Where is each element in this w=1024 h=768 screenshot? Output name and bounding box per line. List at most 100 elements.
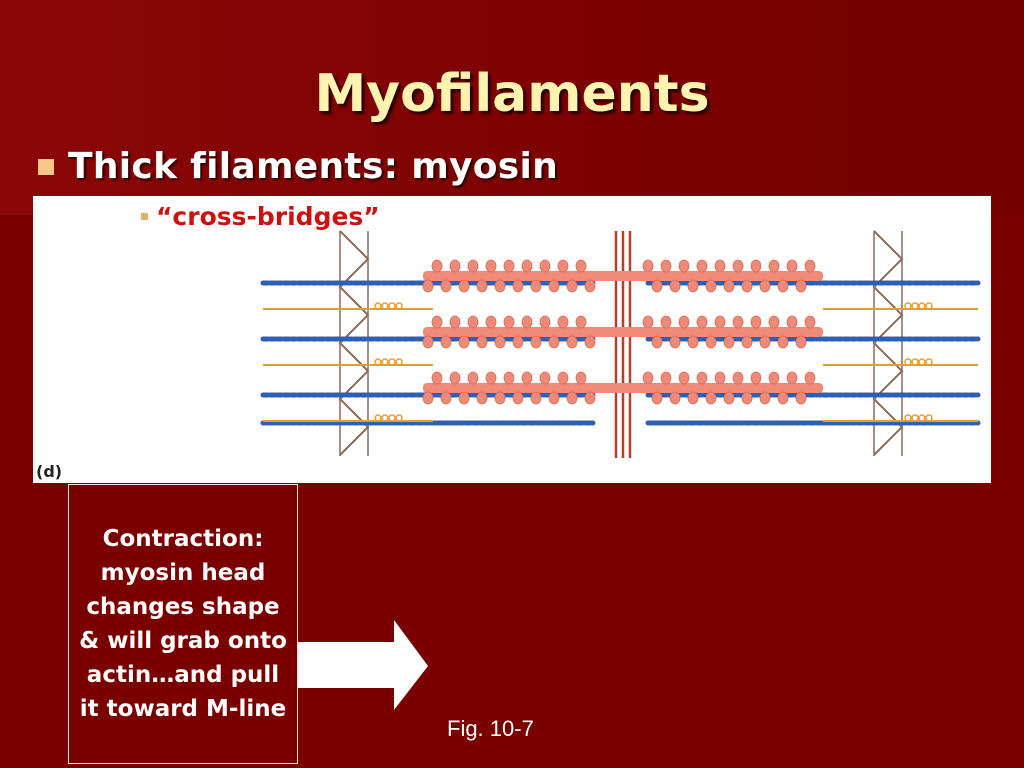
myosin-head xyxy=(750,259,762,273)
myosin-head xyxy=(584,279,596,293)
figure-caption: Fig. 10-7 xyxy=(447,716,534,741)
myosin-head xyxy=(642,371,654,385)
myosin-head xyxy=(741,335,753,349)
myosin-head xyxy=(732,259,744,273)
myosin-head xyxy=(741,391,753,405)
titin-coil xyxy=(374,414,382,422)
sub-bullet: “cross-bridges” xyxy=(141,202,380,231)
myosin-head xyxy=(485,259,497,273)
myosin-head xyxy=(539,315,551,329)
myosin-head xyxy=(530,279,542,293)
titin-coil xyxy=(395,414,403,422)
myosin-head xyxy=(539,259,551,273)
myosin-head xyxy=(759,391,771,405)
myosin-head xyxy=(723,335,735,349)
myosin-head xyxy=(759,279,771,293)
myosin-head xyxy=(503,259,515,273)
myosin-head xyxy=(804,259,816,273)
myosin-head xyxy=(759,335,771,349)
myosin-head xyxy=(458,335,470,349)
slide-title: Myofilaments xyxy=(314,64,710,124)
titin-coil xyxy=(925,358,933,366)
myosin-head xyxy=(795,391,807,405)
myosin-head xyxy=(566,279,578,293)
titin-coil xyxy=(904,302,912,310)
myosin-head xyxy=(786,371,798,385)
myosin-head xyxy=(539,371,551,385)
myosin-head xyxy=(440,391,452,405)
myosin-head xyxy=(467,315,479,329)
titin-coil xyxy=(388,358,396,366)
titin-coil xyxy=(395,358,403,366)
myosin-head xyxy=(566,335,578,349)
myosin-head xyxy=(512,391,524,405)
myosin-head xyxy=(660,259,672,273)
sub-bullet-text: “cross-bridges” xyxy=(156,202,380,231)
myosin-head xyxy=(723,391,735,405)
myosin-head xyxy=(714,371,726,385)
myosin-head xyxy=(431,315,443,329)
myosin-head xyxy=(530,391,542,405)
myosin-head xyxy=(584,335,596,349)
titin-coil xyxy=(904,414,912,422)
thick-filament xyxy=(423,327,823,337)
right-arrow-icon xyxy=(298,620,428,710)
myosin-head xyxy=(705,335,717,349)
myosin-head xyxy=(777,391,789,405)
myosin-head xyxy=(660,315,672,329)
myosin-head xyxy=(687,279,699,293)
myosin-head xyxy=(575,371,587,385)
myosin-head xyxy=(548,279,560,293)
myosin-head xyxy=(777,335,789,349)
myosin-head xyxy=(723,279,735,293)
titin-coil xyxy=(918,358,926,366)
myosin-head xyxy=(458,279,470,293)
titin-coil xyxy=(918,302,926,310)
myosin-head xyxy=(705,279,717,293)
myosin-head xyxy=(476,391,488,405)
myosin-head xyxy=(449,259,461,273)
myosin-head xyxy=(422,279,434,293)
sarcomere-figure: “cross-bridges” (d) xyxy=(33,196,991,483)
myosin-head xyxy=(678,371,690,385)
titin-coil xyxy=(925,302,933,310)
myosin-head xyxy=(795,335,807,349)
myosin-head xyxy=(750,371,762,385)
myosin-head xyxy=(521,259,533,273)
myosin-head xyxy=(669,335,681,349)
myosin-head xyxy=(669,391,681,405)
myosin-head xyxy=(431,371,443,385)
myosin-head xyxy=(669,279,681,293)
myosin-head xyxy=(696,259,708,273)
myosin-head xyxy=(651,335,663,349)
square-bullet-icon xyxy=(38,159,54,175)
myosin-head xyxy=(440,335,452,349)
myosin-head xyxy=(503,371,515,385)
myosin-head xyxy=(485,371,497,385)
titin-coil xyxy=(911,414,919,422)
titin-coil xyxy=(381,302,389,310)
myosin-head xyxy=(512,279,524,293)
myosin-head xyxy=(449,371,461,385)
thick-filament xyxy=(423,383,823,393)
titin-coil xyxy=(395,302,403,310)
myosin-head xyxy=(476,335,488,349)
sarcomere-diagram xyxy=(260,230,981,458)
myosin-head xyxy=(458,391,470,405)
panel-label: (d) xyxy=(36,462,63,481)
myosin-head xyxy=(786,315,798,329)
myosin-head xyxy=(777,279,789,293)
myosin-head xyxy=(503,315,515,329)
titin-coil xyxy=(904,358,912,366)
titin-coil xyxy=(925,414,933,422)
myosin-head xyxy=(584,391,596,405)
titin-coil xyxy=(381,414,389,422)
myosin-head xyxy=(530,335,542,349)
myosin-head xyxy=(512,335,524,349)
myosin-head xyxy=(422,391,434,405)
myosin-head xyxy=(494,279,506,293)
myosin-head xyxy=(566,391,578,405)
main-bullet: Thick filaments: myosin xyxy=(38,144,558,188)
myosin-head xyxy=(795,279,807,293)
myosin-head xyxy=(768,259,780,273)
